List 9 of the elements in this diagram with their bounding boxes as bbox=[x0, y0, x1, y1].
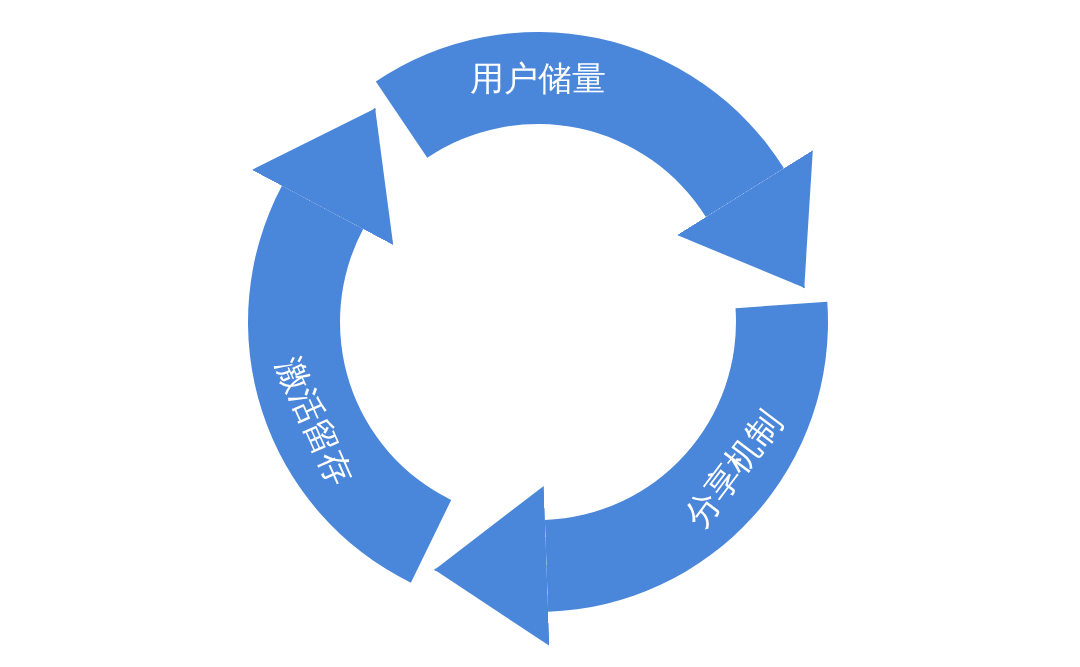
segment-label: 分享机制 bbox=[675, 402, 790, 536]
arrow bbox=[677, 150, 813, 289]
arc-segment bbox=[544, 301, 828, 612]
arc-segment bbox=[248, 185, 452, 583]
segment-label: 激活留存 bbox=[269, 351, 361, 492]
segment-label: 用户储量 bbox=[470, 58, 606, 98]
arrow bbox=[433, 485, 550, 646]
arc-segment bbox=[375, 32, 784, 218]
arrow bbox=[251, 107, 394, 245]
